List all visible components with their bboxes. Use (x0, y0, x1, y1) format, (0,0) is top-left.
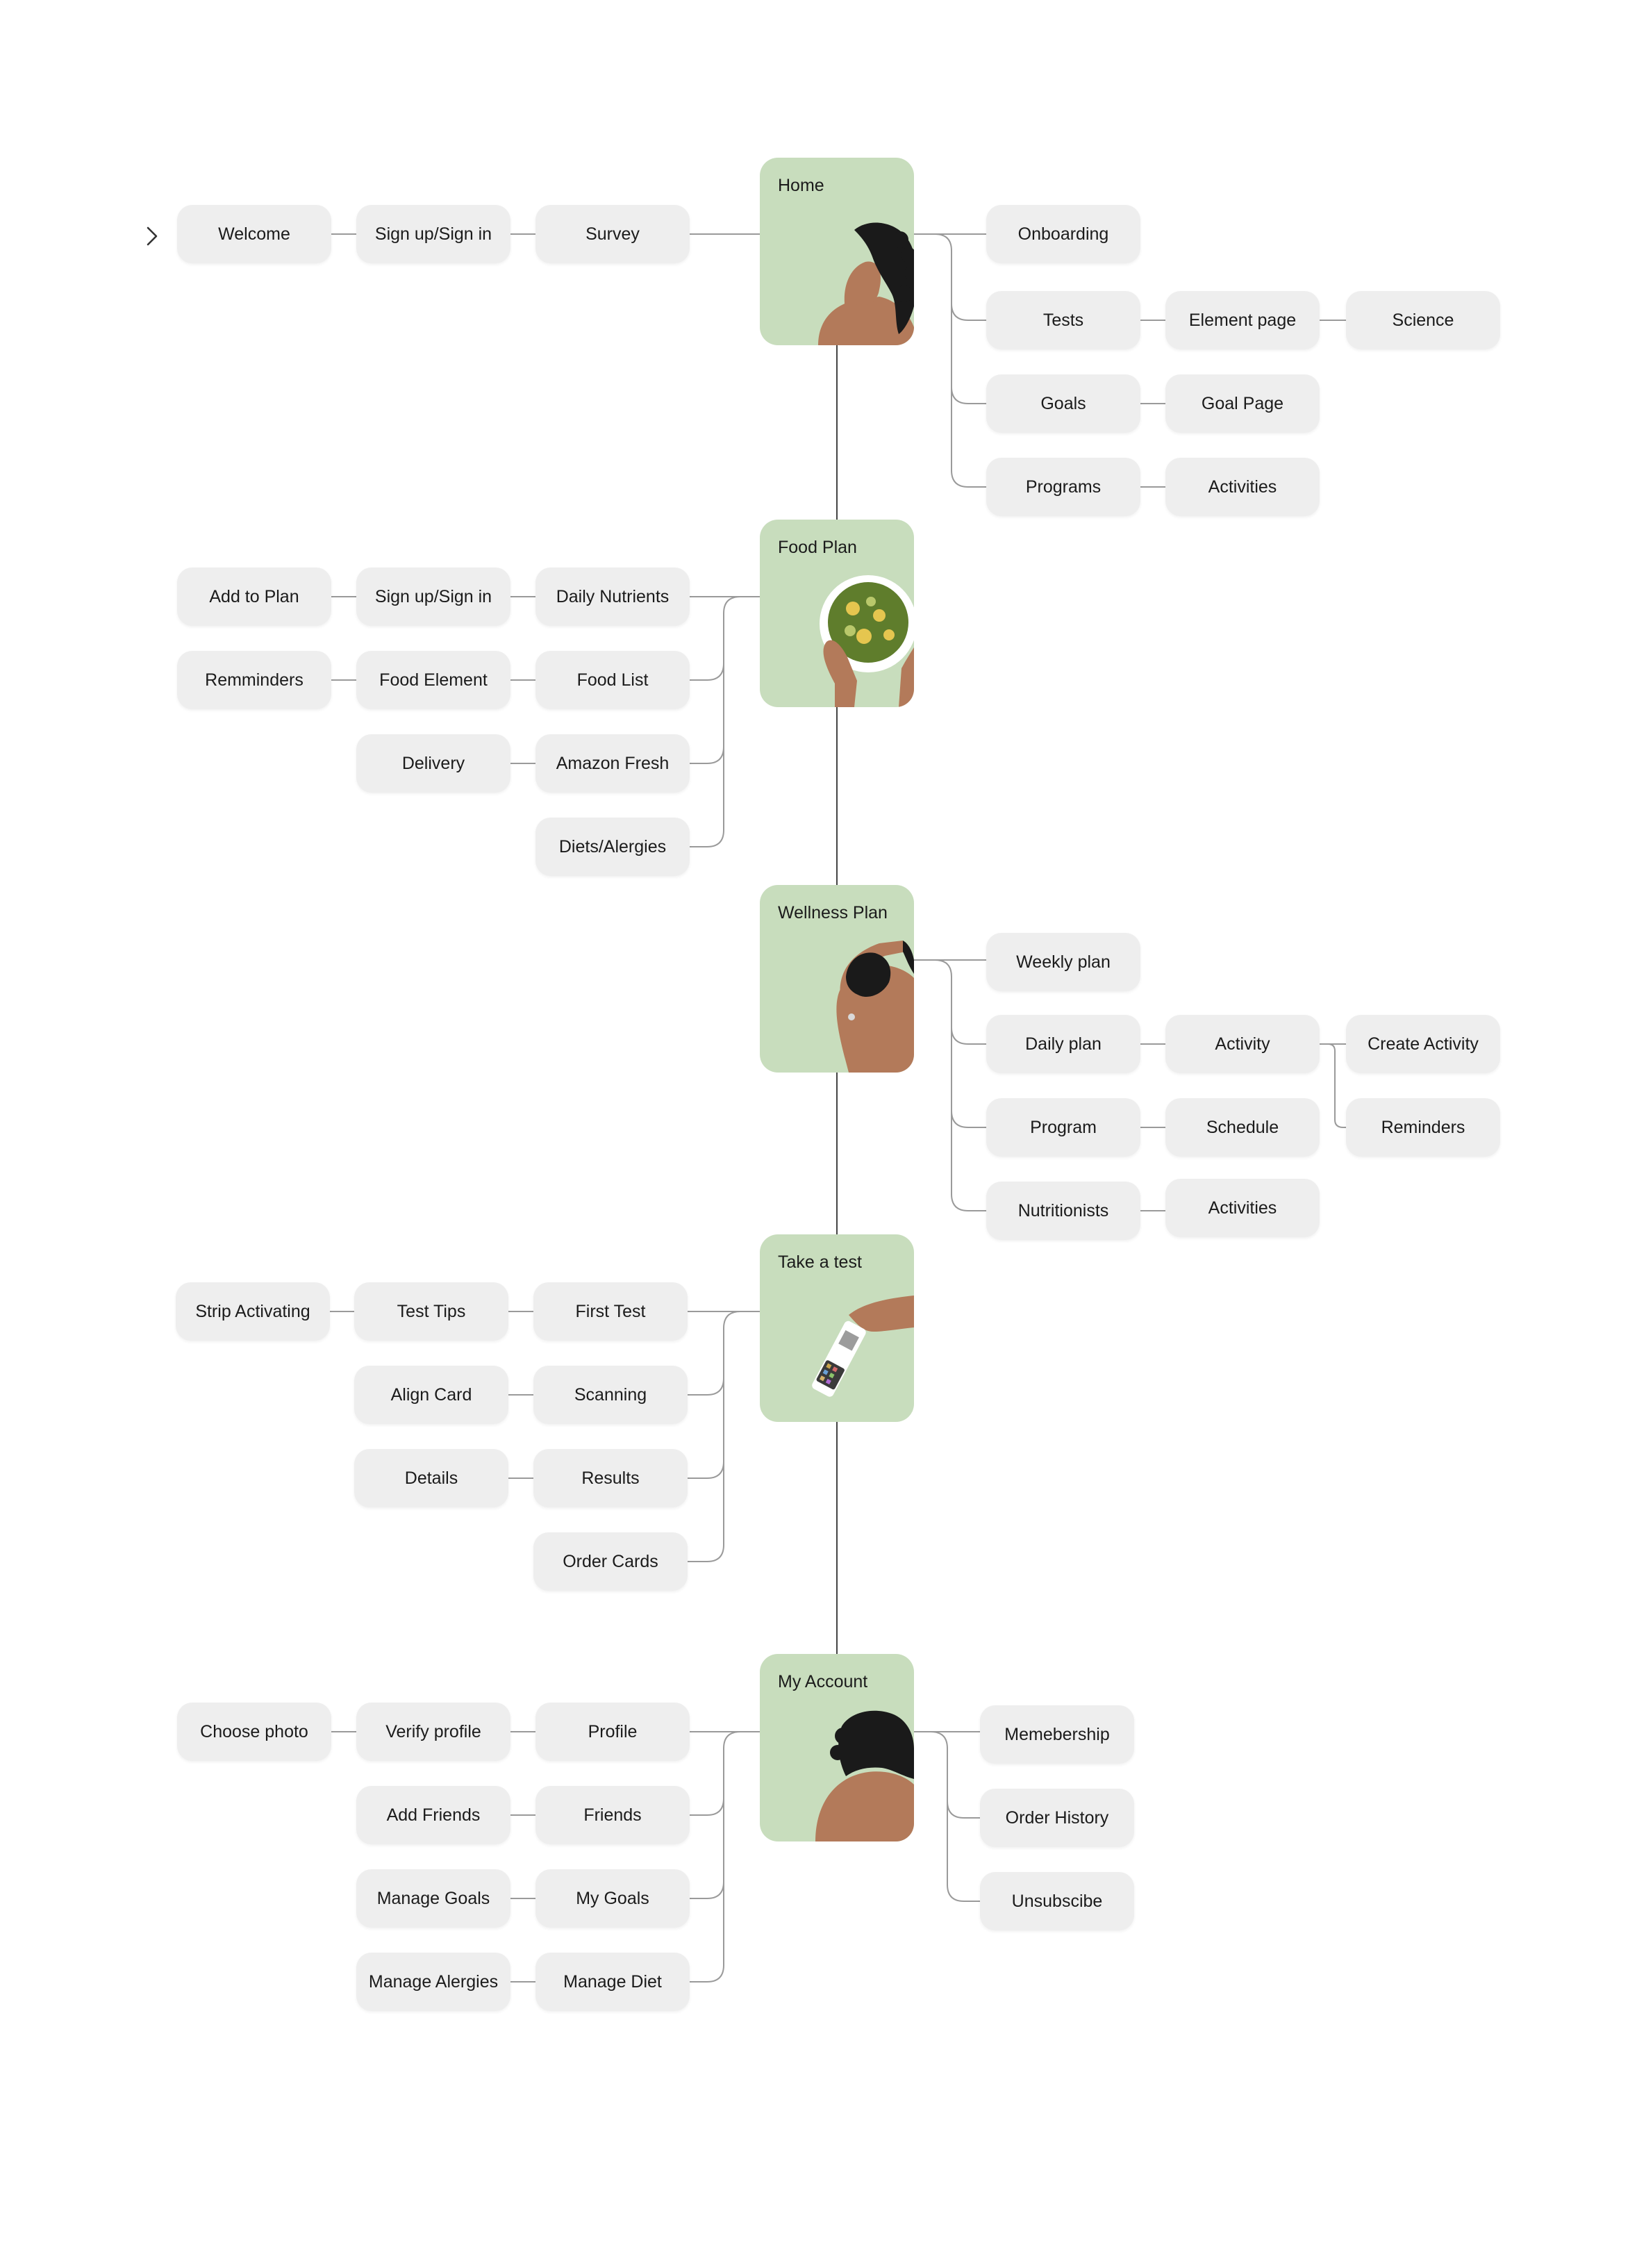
connector-line (723, 596, 741, 830)
node-order-history[interactable]: Order History (980, 1789, 1134, 1847)
node-order-cards[interactable]: Order Cards (533, 1532, 688, 1591)
connector-line (951, 386, 986, 404)
node-programs[interactable]: Programs (986, 458, 1140, 516)
hub-wellness-plan[interactable]: Wellness Plan (760, 885, 914, 1073)
node-nutritionists[interactable]: Nutritionists (986, 1182, 1140, 1240)
node-manage-alergies[interactable]: Manage Alergies (356, 1953, 510, 2011)
node-add-friends[interactable]: Add Friends (356, 1786, 510, 1844)
connector-line (690, 1798, 724, 1816)
connector-line (690, 1964, 724, 1983)
connector-line (723, 1311, 741, 1545)
hub-title: Wellness Plan (778, 903, 888, 922)
node-my-goals[interactable]: My Goals (535, 1869, 690, 1928)
smiling-woman-image (818, 222, 914, 345)
node-onboarding[interactable]: Onboarding (986, 205, 1140, 263)
connector-line (934, 233, 952, 470)
node-friends[interactable]: Friends (535, 1786, 690, 1844)
connector-line (951, 1110, 986, 1128)
node-details[interactable]: Details (354, 1449, 508, 1507)
node-reminders[interactable]: Reminders (1346, 1098, 1500, 1157)
hub-my-account[interactable]: My Account (760, 1654, 914, 1841)
woman-back-image (836, 941, 914, 1073)
connector-line (688, 1461, 724, 1479)
connector-line (690, 663, 724, 681)
connector-line (688, 1544, 724, 1562)
node-amazon-fresh[interactable]: Amazon Fresh (535, 734, 690, 793)
node-daily-plan[interactable]: Daily plan (986, 1015, 1140, 1073)
node-activities[interactable]: Activities (1165, 458, 1320, 516)
node-sign-up-sign-in[interactable]: Sign up/Sign in (356, 568, 510, 626)
node-food-list[interactable]: Food List (535, 651, 690, 709)
node-activity[interactable]: Activity (1165, 1015, 1320, 1073)
node-results[interactable]: Results (533, 1449, 688, 1507)
node-align-card[interactable]: Align Card (354, 1366, 508, 1424)
hub-title: My Account (778, 1672, 868, 1691)
node-goal-page[interactable]: Goal Page (1165, 374, 1320, 433)
node-welcome[interactable]: Welcome (177, 205, 331, 263)
woman-shoulder-image (815, 1710, 914, 1841)
connector-line (951, 303, 986, 321)
node-scanning[interactable]: Scanning (533, 1366, 688, 1424)
hub-food-plan[interactable]: Food Plan (760, 520, 914, 707)
connector-line (951, 470, 986, 488)
node-tests[interactable]: Tests (986, 291, 1140, 349)
hub-home[interactable]: Home (760, 158, 914, 345)
connector-line (934, 959, 952, 1194)
node-test-tips[interactable]: Test Tips (354, 1282, 508, 1341)
node-schedule[interactable]: Schedule (1165, 1098, 1320, 1157)
node-strip-activating[interactable]: Strip Activating (176, 1282, 330, 1341)
connector-line (930, 1731, 948, 1885)
node-manage-diet[interactable]: Manage Diet (535, 1953, 690, 2011)
node-choose-photo[interactable]: Choose photo (177, 1703, 331, 1761)
node-science[interactable]: Science (1346, 291, 1500, 349)
node-profile[interactable]: Profile (535, 1703, 690, 1761)
hub-take-a-test[interactable]: Take a test (760, 1234, 914, 1422)
salad-bowl-image (820, 575, 914, 707)
connector-line (723, 1731, 741, 1965)
hub-title: Home (778, 176, 824, 195)
hub-title: Take a test (778, 1252, 862, 1272)
connector-line (951, 1027, 986, 1045)
node-diets-alergies[interactable]: Diets/Alergies (535, 818, 690, 876)
node-sign-up-sign-in[interactable]: Sign up/Sign in (356, 205, 510, 263)
node-survey[interactable]: Survey (535, 205, 690, 263)
node-weekly-plan[interactable]: Weekly plan (986, 933, 1140, 991)
connector-line (951, 1193, 986, 1211)
connector-line (688, 1377, 724, 1396)
node-delivery[interactable]: Delivery (356, 734, 510, 793)
chevron-right-icon[interactable] (142, 224, 162, 249)
node-first-test[interactable]: First Test (533, 1282, 688, 1341)
node-element-page[interactable]: Element page (1165, 291, 1320, 349)
node-verify-profile[interactable]: Verify profile (356, 1703, 510, 1761)
node-goals[interactable]: Goals (986, 374, 1140, 433)
connector-line (690, 746, 724, 764)
test-strip-hand-image (812, 1296, 914, 1397)
node-remminders[interactable]: Remminders (177, 651, 331, 709)
node-program[interactable]: Program (986, 1098, 1140, 1157)
node-memebership[interactable]: Memebership (980, 1705, 1134, 1764)
node-add-to-plan[interactable]: Add to Plan (177, 568, 331, 626)
node-food-element[interactable]: Food Element (356, 651, 510, 709)
node-unsubscibe[interactable]: Unsubscibe (980, 1872, 1134, 1930)
node-activities[interactable]: Activities (1165, 1179, 1320, 1237)
connector-line (1320, 1043, 1346, 1128)
connector-line (947, 1884, 980, 1902)
connector-line (690, 829, 724, 847)
hub-title: Food Plan (778, 538, 857, 557)
connector-line (690, 1881, 724, 1899)
node-create-activity[interactable]: Create Activity (1346, 1015, 1500, 1073)
node-daily-nutrients[interactable]: Daily Nutrients (535, 568, 690, 626)
node-manage-goals[interactable]: Manage Goals (356, 1869, 510, 1928)
connector-line (947, 1801, 980, 1819)
